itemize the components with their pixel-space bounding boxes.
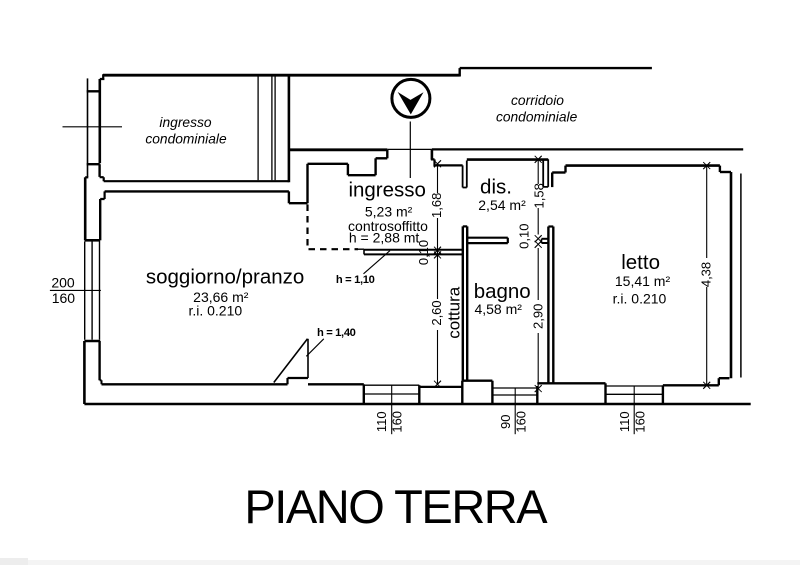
svg-text:cottura: cottura	[445, 286, 464, 339]
svg-text:PIANO TERRA: PIANO TERRA	[244, 480, 548, 533]
svg-text:1,58: 1,58	[532, 183, 547, 208]
svg-text:corridoio: corridoio	[511, 93, 564, 108]
svg-text:0,10: 0,10	[416, 240, 431, 265]
svg-text:160: 160	[514, 411, 529, 433]
svg-text:160: 160	[390, 411, 405, 433]
svg-text:bagno: bagno	[474, 280, 531, 303]
svg-text:23,66 m²: 23,66 m²	[193, 289, 249, 305]
svg-text:r.i. 0.210: r.i. 0.210	[613, 290, 667, 306]
svg-text:4,38: 4,38	[699, 262, 714, 287]
svg-text:soggiorno/pranzo: soggiorno/pranzo	[146, 265, 304, 288]
svg-text:1,68: 1,68	[429, 193, 444, 218]
svg-text:h = 2,88 mt: h = 2,88 mt	[349, 230, 420, 246]
svg-text:2,60: 2,60	[429, 300, 444, 325]
svg-text:h = 1,40: h = 1,40	[317, 327, 356, 339]
svg-text:110: 110	[374, 411, 389, 432]
svg-text:letto: letto	[621, 251, 660, 274]
svg-text:ingresso: ingresso	[159, 115, 211, 130]
svg-text:dis.: dis.	[480, 176, 512, 199]
svg-text:160: 160	[633, 411, 648, 433]
svg-text:110: 110	[617, 411, 632, 432]
svg-text:2,54 m²: 2,54 m²	[478, 197, 526, 213]
svg-text:0,10: 0,10	[517, 224, 532, 249]
svg-text:160: 160	[52, 290, 76, 306]
svg-text:2,90: 2,90	[530, 304, 545, 329]
svg-text:5,23 m²: 5,23 m²	[365, 203, 413, 219]
svg-text:90: 90	[498, 415, 513, 429]
svg-text:h = 1,10: h = 1,10	[336, 274, 375, 286]
svg-text:15,41 m²: 15,41 m²	[615, 273, 671, 289]
svg-text:condominiale: condominiale	[145, 132, 227, 147]
svg-text:200: 200	[51, 274, 75, 290]
svg-text:controsoffitto: controsoffitto	[348, 218, 428, 234]
svg-text:r.i. 0.210: r.i. 0.210	[188, 302, 242, 318]
svg-text:condominiale: condominiale	[496, 109, 578, 124]
svg-text:4,58 m²: 4,58 m²	[474, 301, 522, 317]
svg-text:ingresso: ingresso	[348, 178, 426, 201]
